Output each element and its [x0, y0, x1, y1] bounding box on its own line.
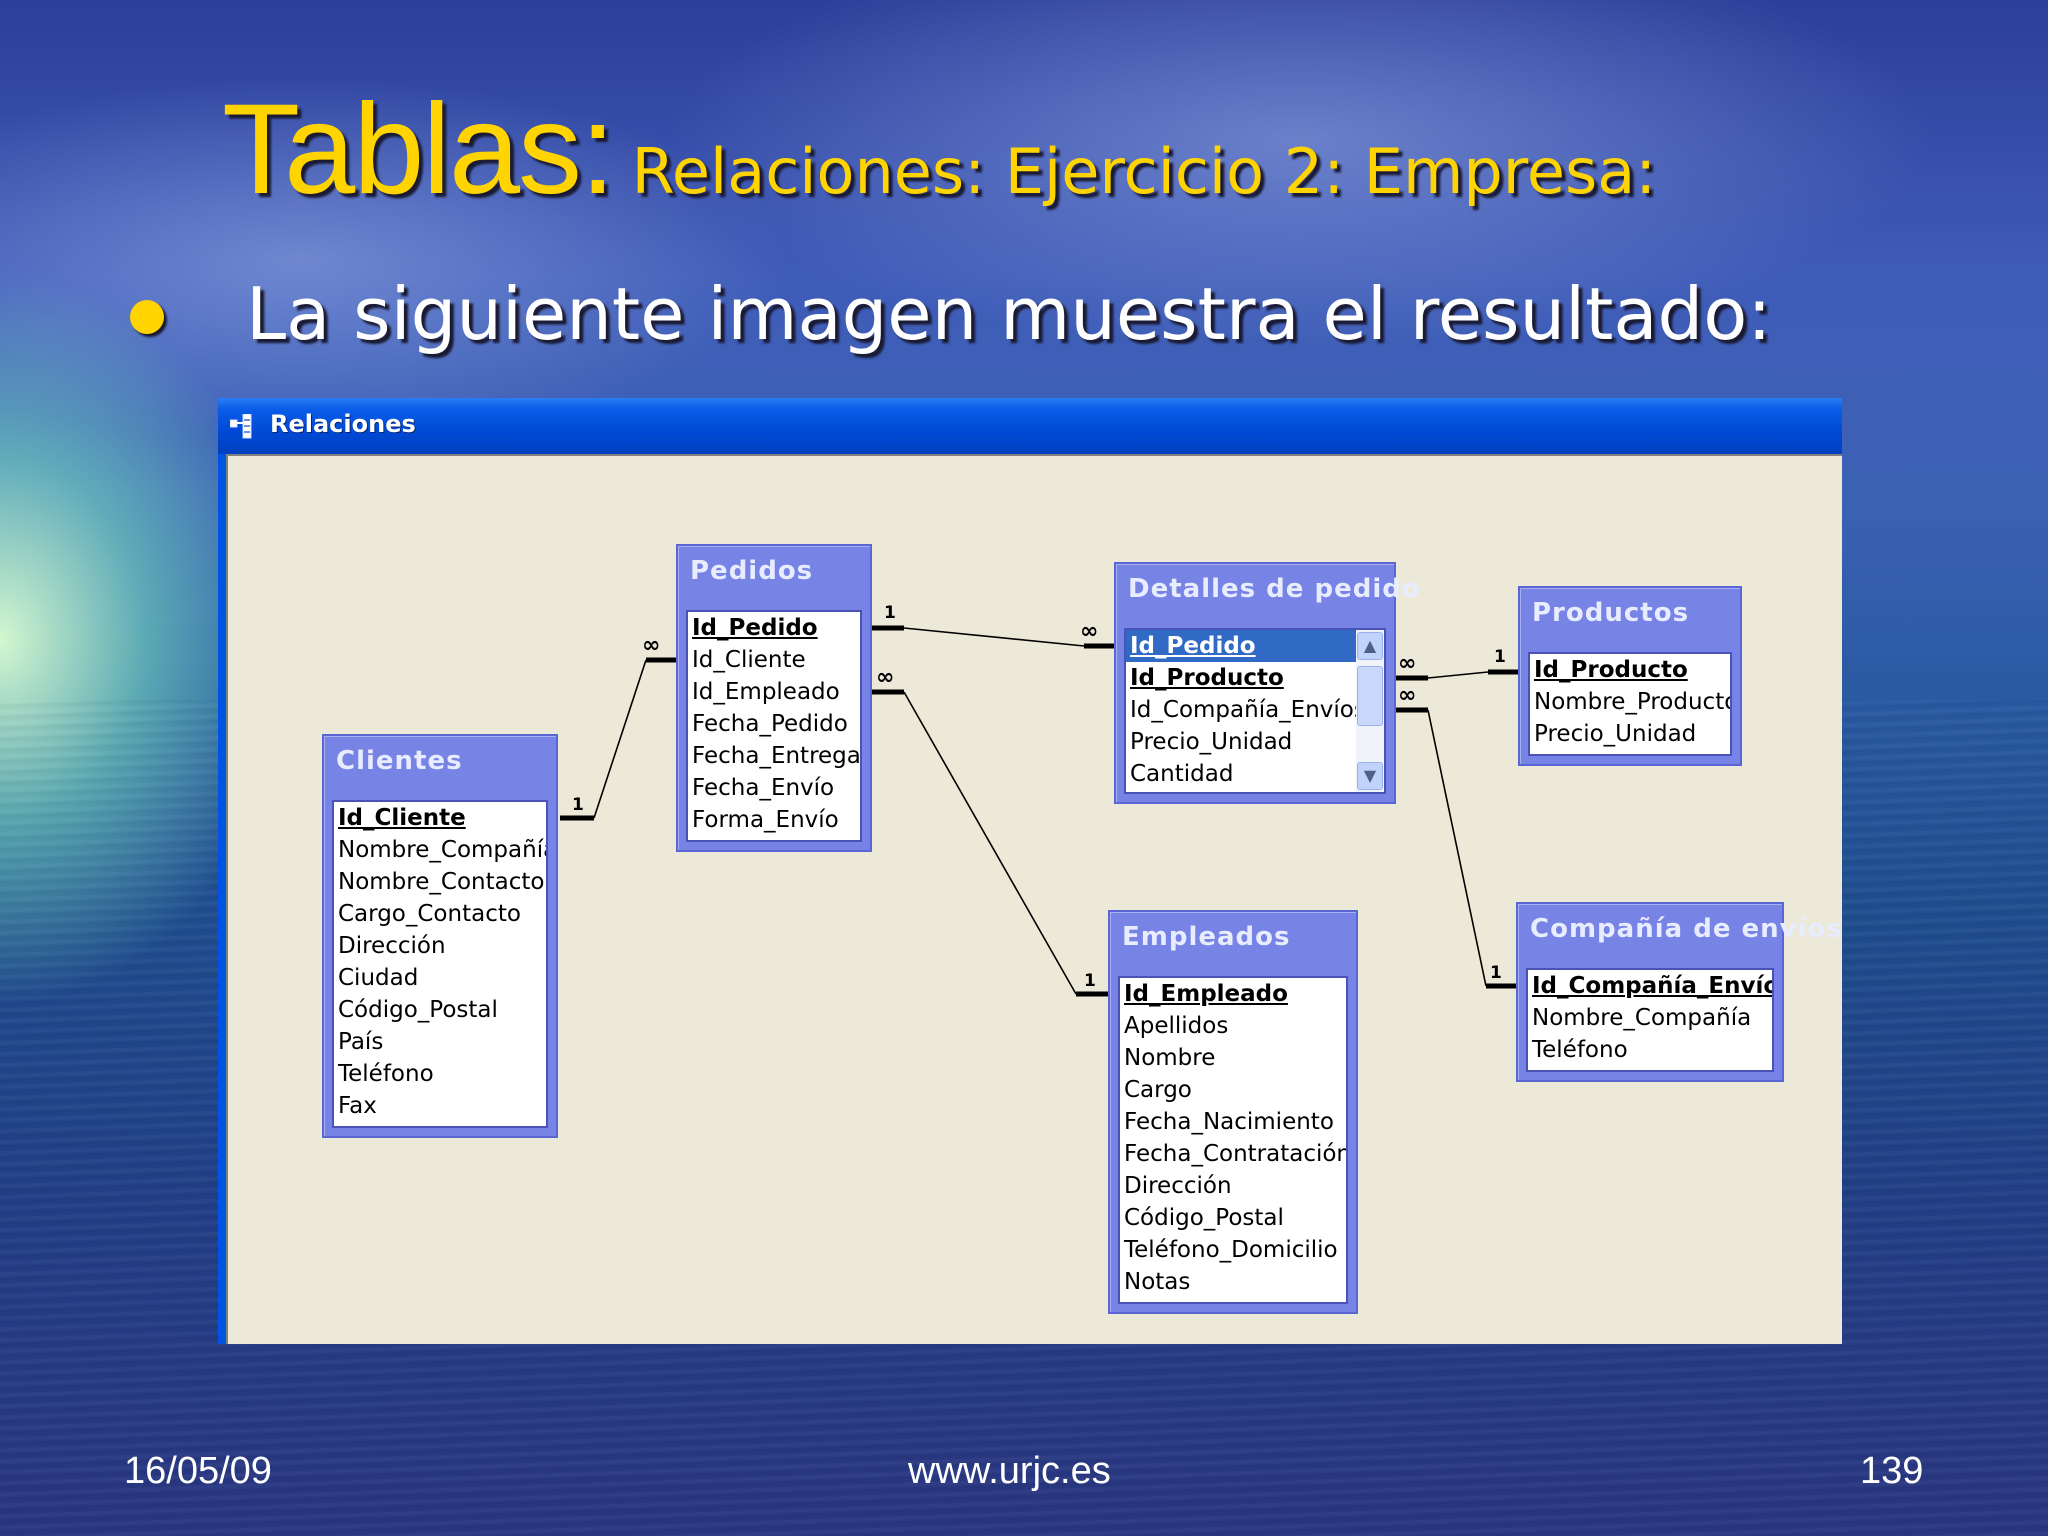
field-item[interactable]: Apellidos	[1124, 1013, 1229, 1039]
relationship-clientes-pedidos[interactable]	[560, 657, 676, 821]
field-item[interactable]: Fecha_Entrega	[692, 743, 861, 769]
window-frame	[218, 454, 226, 1344]
scroll-up-icon[interactable]: ▲	[1357, 632, 1383, 660]
field-item[interactable]: Fecha_Contratación	[1124, 1141, 1348, 1167]
relationship-pedidos-detalles[interactable]	[872, 625, 1114, 649]
field-primary-key[interactable]: Id_Cliente	[338, 805, 466, 831]
field-primary-key[interactable]: Id_Empleado	[1124, 981, 1288, 1007]
footer-date: 16/05/09	[124, 1450, 272, 1492]
cardinality-one-label: 1	[1084, 971, 1096, 991]
field-item[interactable]: País	[338, 1029, 384, 1055]
field-primary-key-selected[interactable]: Id_Pedido	[1126, 630, 1356, 662]
table-pedidos[interactable]: Pedidos Id_Pedido Id_Cliente Id_Empleado…	[676, 544, 872, 852]
title-main: Tablas:	[222, 78, 616, 221]
cardinality-many-label: ∞	[876, 665, 894, 690]
field-item[interactable]: Dirección	[338, 933, 446, 959]
relationships-canvas[interactable]	[226, 454, 1842, 1344]
bullet-icon	[130, 300, 164, 334]
title-subtitle: Relaciones: Ejercicio 2: Empresa:	[631, 135, 1657, 208]
field-item[interactable]: Dirección	[1124, 1173, 1232, 1199]
field-item[interactable]: Nombre_Compañía	[338, 837, 548, 863]
cardinality-one-label: 1	[884, 603, 896, 623]
table-title[interactable]: Productos	[1532, 598, 1690, 628]
field-item[interactable]: Precio_Unidad	[1534, 721, 1697, 747]
field-item[interactable]: Forma_Envío	[692, 807, 839, 833]
table-compania-de-envios[interactable]: Compañía de envíos Id_Compañía_Envíos No…	[1516, 902, 1842, 1082]
field-item[interactable]: Ciudad	[338, 965, 419, 991]
field-item[interactable]: Teléfono_Domicilio	[1124, 1237, 1338, 1263]
window-title: Relaciones	[270, 410, 416, 438]
field-list[interactable]: Id_Compañía_Envíos Nombre_Compañía Teléf…	[1526, 968, 1774, 1072]
field-item[interactable]: Cantidad	[1130, 761, 1234, 787]
table-title[interactable]: Clientes	[336, 746, 463, 776]
relationship-detalles-productos[interactable]	[1396, 669, 1518, 681]
field-primary-key[interactable]: Id_Compañía_Envíos	[1532, 973, 1774, 999]
table-title[interactable]: Empleados	[1122, 922, 1291, 952]
relationship-pedidos-empleados[interactable]	[872, 689, 1108, 997]
field-list[interactable]: Id_Empleado Apellidos Nombre Cargo Fecha…	[1118, 976, 1348, 1304]
table-title[interactable]: Detalles de pedido	[1128, 574, 1421, 604]
table-title[interactable]: Pedidos	[690, 556, 814, 586]
cardinality-one-label: 1	[1490, 963, 1502, 983]
cardinality-many-label: ∞	[1398, 651, 1416, 676]
field-item[interactable]: Nombre_Contacto	[338, 869, 545, 895]
field-item[interactable]: Fax	[338, 1093, 377, 1119]
field-item[interactable]: Fecha_Nacimiento	[1124, 1109, 1334, 1135]
field-item[interactable]: Notas	[1124, 1269, 1191, 1295]
cardinality-many-label: ∞	[1080, 619, 1098, 644]
field-item[interactable]: Teléfono	[1532, 1037, 1628, 1063]
field-primary-key[interactable]: Id_Pedido	[692, 615, 818, 641]
field-item[interactable]: Id_Cliente	[692, 647, 806, 673]
field-item[interactable]: Nombre	[1124, 1045, 1216, 1071]
field-item[interactable]: Nombre_Compañía	[1532, 1005, 1752, 1031]
cardinality-many-label: ∞	[1398, 683, 1416, 708]
field-list[interactable]: Id_Cliente Nombre_Compañía Nombre_Contac…	[332, 800, 548, 1128]
footer-url[interactable]: www.urjc.es	[908, 1450, 1111, 1492]
field-item[interactable]: Id_Compañía_Envíos	[1130, 697, 1366, 723]
field-item[interactable]: Precio_Unidad	[1130, 729, 1293, 755]
field-item[interactable]: Teléfono	[338, 1061, 434, 1087]
vertical-scrollbar[interactable]: ▲ ▼	[1356, 630, 1384, 792]
field-item[interactable]: Nombre_Producto	[1534, 689, 1732, 715]
relationship-detalles-companias[interactable]	[1396, 707, 1516, 989]
field-primary-key[interactable]: Id_Producto	[1534, 657, 1688, 683]
field-item[interactable]: Código_Postal	[338, 997, 498, 1023]
window-titlebar[interactable]: Relaciones	[218, 398, 1842, 454]
scroll-down-icon[interactable]: ▼	[1357, 762, 1383, 790]
relationships-window: Relaciones	[218, 398, 1842, 1344]
field-list[interactable]: Id_Producto Nombre_Producto Precio_Unida…	[1528, 652, 1732, 756]
cardinality-one-label: 1	[1494, 647, 1506, 667]
field-item[interactable]: Id_Empleado	[692, 679, 840, 705]
slide-title: Tablas:Relaciones: Ejercicio 2: Empresa:	[222, 76, 1656, 223]
field-item[interactable]: Fecha_Pedido	[692, 711, 848, 737]
footer-page-number: 139	[1860, 1450, 1924, 1492]
cardinality-many-label: ∞	[642, 633, 660, 658]
table-empleados[interactable]: Empleados Id_Empleado Apellidos Nombre C…	[1108, 910, 1358, 1314]
table-clientes[interactable]: Clientes Id_Cliente Nombre_Compañía Nomb…	[322, 734, 558, 1138]
cardinality-one-label: 1	[572, 795, 584, 815]
table-productos[interactable]: Productos Id_Producto Nombre_Producto Pr…	[1518, 586, 1742, 766]
table-title[interactable]: Compañía de envíos	[1530, 914, 1843, 944]
field-item[interactable]: Fecha_Envío	[692, 775, 835, 801]
field-item[interactable]: Código_Postal	[1124, 1205, 1284, 1231]
scroll-thumb[interactable]	[1357, 666, 1383, 726]
field-list[interactable]: Id_Pedido Id_Cliente Id_Empleado Fecha_P…	[686, 610, 862, 842]
table-detalles-de-pedido[interactable]: Detalles de pedido Id_Pedido Id_Producto…	[1114, 562, 1420, 804]
relationships-window-icon	[230, 414, 252, 439]
field-item[interactable]: Cargo	[1124, 1077, 1192, 1103]
field-list[interactable]: Id_Pedido Id_Producto Id_Compañía_Envíos…	[1124, 628, 1386, 794]
bullet-text: La siguiente imagen muestra el resultado…	[246, 272, 1772, 356]
field-item[interactable]: Cargo_Contacto	[338, 901, 521, 927]
field-primary-key[interactable]: Id_Producto	[1130, 665, 1284, 691]
